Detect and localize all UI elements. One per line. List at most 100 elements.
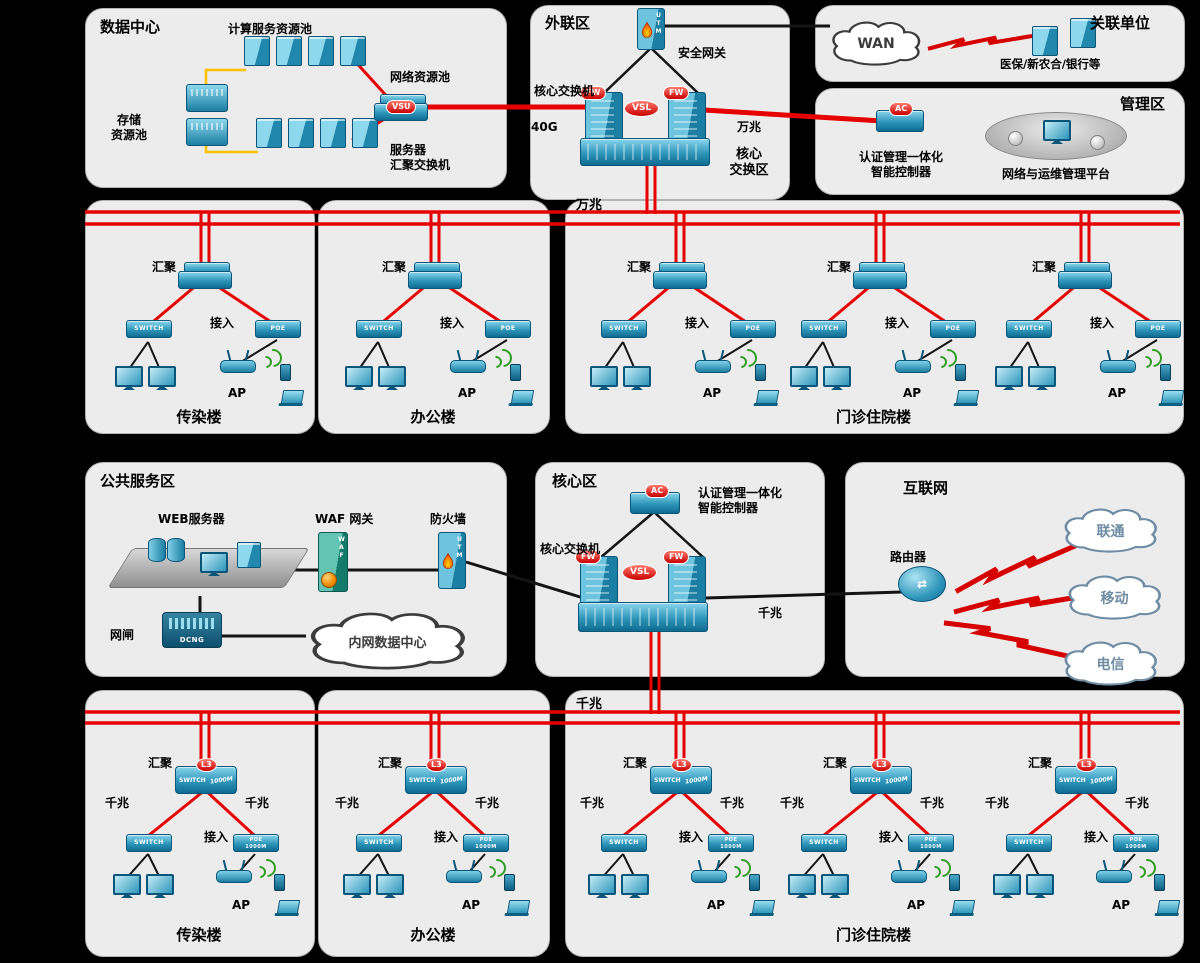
intranet-dc-cloud: 内网数据中心 (300, 608, 475, 670)
building-access-cluster: 汇聚 SWITCH POE 接入 AP (90, 248, 320, 438)
wireless-ap-icon (216, 870, 252, 883)
wan-cloud: WAN (826, 18, 926, 66)
web-console-icon (200, 552, 228, 573)
building-access-cluster: 汇聚 L3 SWITCH 1000M 千兆 千兆 SWITCH POE 1000… (90, 750, 320, 940)
aggregation-switch-icon (408, 262, 462, 289)
building-access-cluster: 汇聚 SWITCH POE 接入 AP (970, 248, 1200, 438)
intranet-dc-label: 内网数据中心 (348, 635, 427, 651)
server-icon (320, 118, 346, 148)
ap-label: AP (462, 898, 481, 912)
zone-title-external: 外联区 (545, 14, 591, 32)
gigabit-label: 千兆 (984, 796, 1009, 810)
building-name: 门诊住院楼 (835, 926, 911, 944)
l3-badge: L3 (1076, 758, 1097, 772)
pc-icon (115, 366, 143, 387)
core-link-label: 千兆 (758, 606, 783, 620)
phone-icon (1154, 874, 1165, 891)
poe-switch-icon: POE 1000M (1113, 834, 1159, 852)
firewall-label: 防火墙 (430, 512, 467, 526)
storage-pool-label: 存储 资源池 (110, 113, 147, 142)
database-icon (167, 538, 185, 562)
building-access-cluster: 汇聚 L3 SWITCH 1000M 千兆 千兆 SWITCH POE 1000… (970, 750, 1200, 940)
utm-text: UTM (456, 536, 463, 560)
pc-icon (113, 874, 141, 895)
gigabit-label: 千兆 (244, 796, 269, 810)
network-pool-label: 网络资源池 (390, 70, 451, 84)
phone-icon (510, 364, 521, 381)
phone-icon (755, 364, 766, 381)
laptop-icon (1156, 900, 1181, 914)
pc-icon (590, 366, 618, 387)
pc-icon (343, 874, 371, 895)
ap-label: AP (707, 898, 726, 912)
pc-icon (148, 366, 176, 387)
aggregation-label: 汇聚 (626, 260, 651, 274)
gigabit-label: 千兆 (474, 796, 499, 810)
core-switch-label: 核心交换机 (540, 542, 601, 556)
pc-icon (821, 874, 849, 895)
gigabit-label: 千兆 (1124, 796, 1149, 810)
core-switch-chassis-icon (580, 138, 710, 166)
globe-icon (321, 572, 337, 588)
access-switch-icon: SWITCH (356, 320, 402, 338)
server-group-icon (256, 118, 378, 148)
ops-platform-label: 网络与运维管理平台 (1002, 167, 1111, 181)
access-switch-icon: SWITCH (801, 834, 847, 852)
ap-label: AP (1112, 898, 1131, 912)
server-icon (288, 118, 314, 148)
ap-label: AP (232, 898, 251, 912)
isp-cloud-unicom: 联通 (1058, 505, 1163, 553)
access-switch-icon: SWITCH (1006, 320, 1052, 338)
core-switch-chassis-icon (578, 602, 708, 632)
ap-label: AP (907, 898, 926, 912)
access-switch-icon: SWITCH (1006, 834, 1052, 852)
ac-badge: AC (889, 102, 914, 116)
l3-badge: L3 (871, 758, 892, 772)
phone-icon (949, 874, 960, 891)
ap-label: AP (458, 386, 477, 400)
flame-icon (442, 553, 454, 569)
firewall-utm-icon: UTM (438, 532, 466, 589)
pc-icon (1026, 874, 1054, 895)
server-agg-switch-label: 服务器 汇聚交换机 (390, 143, 451, 172)
gear-icon (1090, 135, 1105, 150)
aggregation-switch-icon (178, 262, 232, 289)
vsl-badge: VSL (622, 564, 658, 581)
ap-label: AP (903, 386, 922, 400)
aggregation-label: 汇聚 (147, 756, 172, 770)
wireless-ap-icon (446, 870, 482, 883)
poe-switch-icon: POE 1000M (708, 834, 754, 852)
pc-icon (146, 874, 174, 895)
zone-title-management: 管理区 (1120, 95, 1166, 113)
l3-aggregation-switch-icon: L3 SWITCH 1000M (650, 758, 712, 794)
security-gateway-utm-icon: UTM (637, 8, 665, 50)
access-label: 接入 (434, 830, 459, 844)
router-label: 路由器 (890, 550, 927, 564)
wireless-ap-icon (891, 870, 927, 883)
pc-icon (788, 874, 816, 895)
access-switch-icon: SWITCH (601, 320, 647, 338)
l3-badge: L3 (196, 758, 217, 772)
access-label: 接入 (679, 830, 704, 844)
gigabit-label: 千兆 (719, 796, 744, 810)
link-10g-label: 万兆 (737, 120, 762, 134)
core-auth-controller-label: 认证管理一体化 智能控制器 (698, 486, 783, 515)
partner-site-icon (1032, 26, 1058, 56)
isp-cloud-label: 联通 (1096, 524, 1125, 540)
ap-label: AP (703, 386, 722, 400)
auth-controller-icon: AC (876, 102, 924, 132)
utm-text: UTM (655, 12, 662, 36)
phone-icon (274, 874, 285, 891)
fw-badge: FW (663, 550, 690, 564)
poe-switch-icon: POE (930, 320, 976, 338)
gigabit-label: 千兆 (779, 796, 804, 810)
building-access-cluster: 汇聚 L3 SWITCH 1000M 千兆 千兆 SWITCH POE 1000… (320, 750, 550, 940)
management-console-icon (1043, 120, 1071, 141)
building-name: 办公楼 (410, 926, 456, 944)
access-label: 接入 (204, 830, 229, 844)
ap-label: AP (1108, 386, 1127, 400)
aggregation-switch-icon (1058, 262, 1112, 289)
core-switch-tower-icon: FW (580, 86, 623, 146)
server-icon (308, 36, 334, 66)
